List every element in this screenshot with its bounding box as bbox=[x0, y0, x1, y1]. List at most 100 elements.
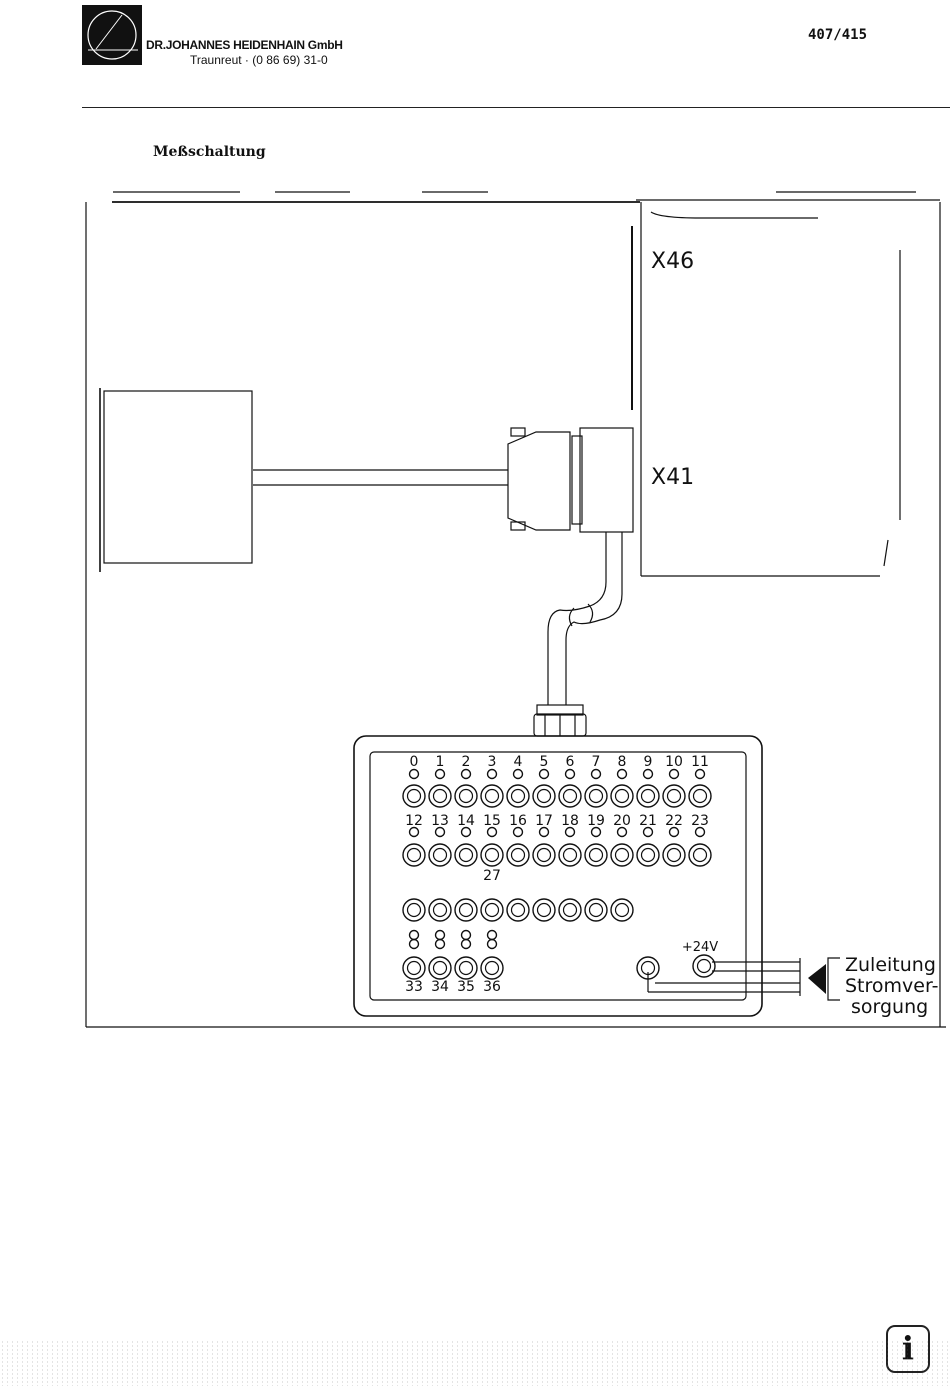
led-indicator bbox=[486, 826, 498, 838]
test-box-outer bbox=[353, 735, 763, 1017]
test-socket-inner bbox=[692, 847, 708, 863]
plug-screw-top bbox=[510, 427, 526, 437]
led-indicator bbox=[434, 929, 446, 941]
test-socket-inner bbox=[458, 847, 474, 863]
test-socket bbox=[454, 898, 478, 922]
cable-left bbox=[547, 532, 607, 705]
test-socket-inner bbox=[510, 788, 526, 804]
led-indicator bbox=[616, 826, 628, 838]
led-indicator bbox=[616, 768, 628, 780]
test-socket-inner bbox=[536, 847, 552, 863]
pin-number-label: 19 bbox=[587, 813, 605, 829]
test-socket bbox=[610, 843, 634, 867]
test-socket bbox=[402, 784, 426, 808]
pin-number-label: 15 bbox=[483, 813, 501, 829]
test-socket-inner bbox=[692, 788, 708, 804]
test-socket bbox=[688, 784, 712, 808]
control-panel-mark bbox=[883, 539, 889, 567]
pin-number-label: 20 bbox=[613, 813, 631, 829]
test-socket-inner bbox=[562, 847, 578, 863]
document-number: 407/415 bbox=[808, 27, 868, 43]
test-socket bbox=[480, 956, 504, 980]
pin-number-label: 13 bbox=[431, 813, 449, 829]
pin-number-label: 2 bbox=[462, 754, 471, 770]
led-indicator bbox=[512, 768, 524, 780]
pin-number-label: 6 bbox=[566, 754, 575, 770]
test-socket bbox=[584, 843, 608, 867]
test-socket-inner bbox=[432, 788, 448, 804]
power-socket-24v bbox=[692, 954, 716, 978]
test-socket-inner bbox=[406, 788, 422, 804]
supply-label-1: Zuleitung bbox=[845, 954, 936, 976]
led-indicator bbox=[538, 768, 550, 780]
cable-twist bbox=[568, 607, 575, 627]
pin-number-label: 34 bbox=[431, 979, 449, 995]
test-socket-inner bbox=[458, 960, 474, 976]
test-socket bbox=[662, 843, 686, 867]
test-socket-inner bbox=[458, 902, 474, 918]
pin-number-label: 12 bbox=[405, 813, 423, 829]
test-socket bbox=[454, 956, 478, 980]
test-socket bbox=[532, 898, 556, 922]
test-socket bbox=[506, 843, 530, 867]
test-socket-inner bbox=[484, 788, 500, 804]
test-socket bbox=[662, 784, 686, 808]
led-indicator bbox=[434, 768, 446, 780]
test-socket-inner bbox=[588, 902, 604, 918]
test-box-inner bbox=[369, 751, 747, 1001]
pin-number-label: 3 bbox=[488, 754, 497, 770]
heidenhain-logo bbox=[82, 5, 142, 65]
header-rule bbox=[82, 107, 950, 108]
info-icon[interactable]: i bbox=[886, 1325, 930, 1373]
led-indicator bbox=[460, 929, 472, 941]
test-socket-inner bbox=[614, 788, 630, 804]
test-socket-inner bbox=[536, 788, 552, 804]
company-address: Traunreut · (0 86 69) 31-0 bbox=[190, 53, 328, 67]
led-indicator bbox=[538, 826, 550, 838]
pin-number-label: 22 bbox=[665, 813, 683, 829]
pin-number-label: 10 bbox=[665, 754, 683, 770]
pin-number-label: 9 bbox=[644, 754, 653, 770]
supply-arrow-icon bbox=[808, 964, 826, 994]
pin-number-label: 36 bbox=[483, 979, 501, 995]
connector-label-x46: X46 bbox=[651, 249, 694, 274]
supply-label-2: Stromver- bbox=[845, 975, 938, 997]
test-socket bbox=[428, 956, 452, 980]
test-socket-inner bbox=[562, 788, 578, 804]
test-socket-inner bbox=[458, 788, 474, 804]
test-socket bbox=[454, 784, 478, 808]
led-indicator bbox=[486, 929, 498, 941]
test-socket bbox=[558, 898, 582, 922]
test-socket bbox=[610, 898, 634, 922]
test-socket bbox=[428, 843, 452, 867]
led-indicator bbox=[408, 929, 420, 941]
supply-label-3: sorgung bbox=[851, 996, 928, 1018]
led-indicator bbox=[694, 826, 706, 838]
test-socket-inner bbox=[588, 847, 604, 863]
connector-label-x41: X41 bbox=[651, 465, 694, 490]
pin-number-label: 16 bbox=[509, 813, 527, 829]
pin-number-label: 27 bbox=[483, 868, 501, 884]
power-label: +24V bbox=[682, 940, 718, 955]
socket-x41 bbox=[579, 427, 634, 533]
test-socket-inner bbox=[484, 960, 500, 976]
led-indicator bbox=[590, 826, 602, 838]
socket-flange bbox=[571, 435, 583, 525]
pin-number-label: 35 bbox=[457, 979, 475, 995]
test-socket bbox=[584, 784, 608, 808]
test-socket bbox=[402, 956, 426, 980]
led-indicator bbox=[694, 768, 706, 780]
test-socket bbox=[506, 784, 530, 808]
scan-noise bbox=[0, 1340, 952, 1386]
pin-number-label: 4 bbox=[514, 754, 523, 770]
test-socket-inner bbox=[640, 788, 656, 804]
led-indicator bbox=[668, 826, 680, 838]
test-socket bbox=[584, 898, 608, 922]
test-socket bbox=[558, 843, 582, 867]
test-socket-inner bbox=[536, 902, 552, 918]
test-socket bbox=[558, 784, 582, 808]
led-indicator bbox=[486, 768, 498, 780]
led-indicator bbox=[434, 826, 446, 838]
test-socket-inner bbox=[432, 902, 448, 918]
test-socket-inner bbox=[484, 902, 500, 918]
